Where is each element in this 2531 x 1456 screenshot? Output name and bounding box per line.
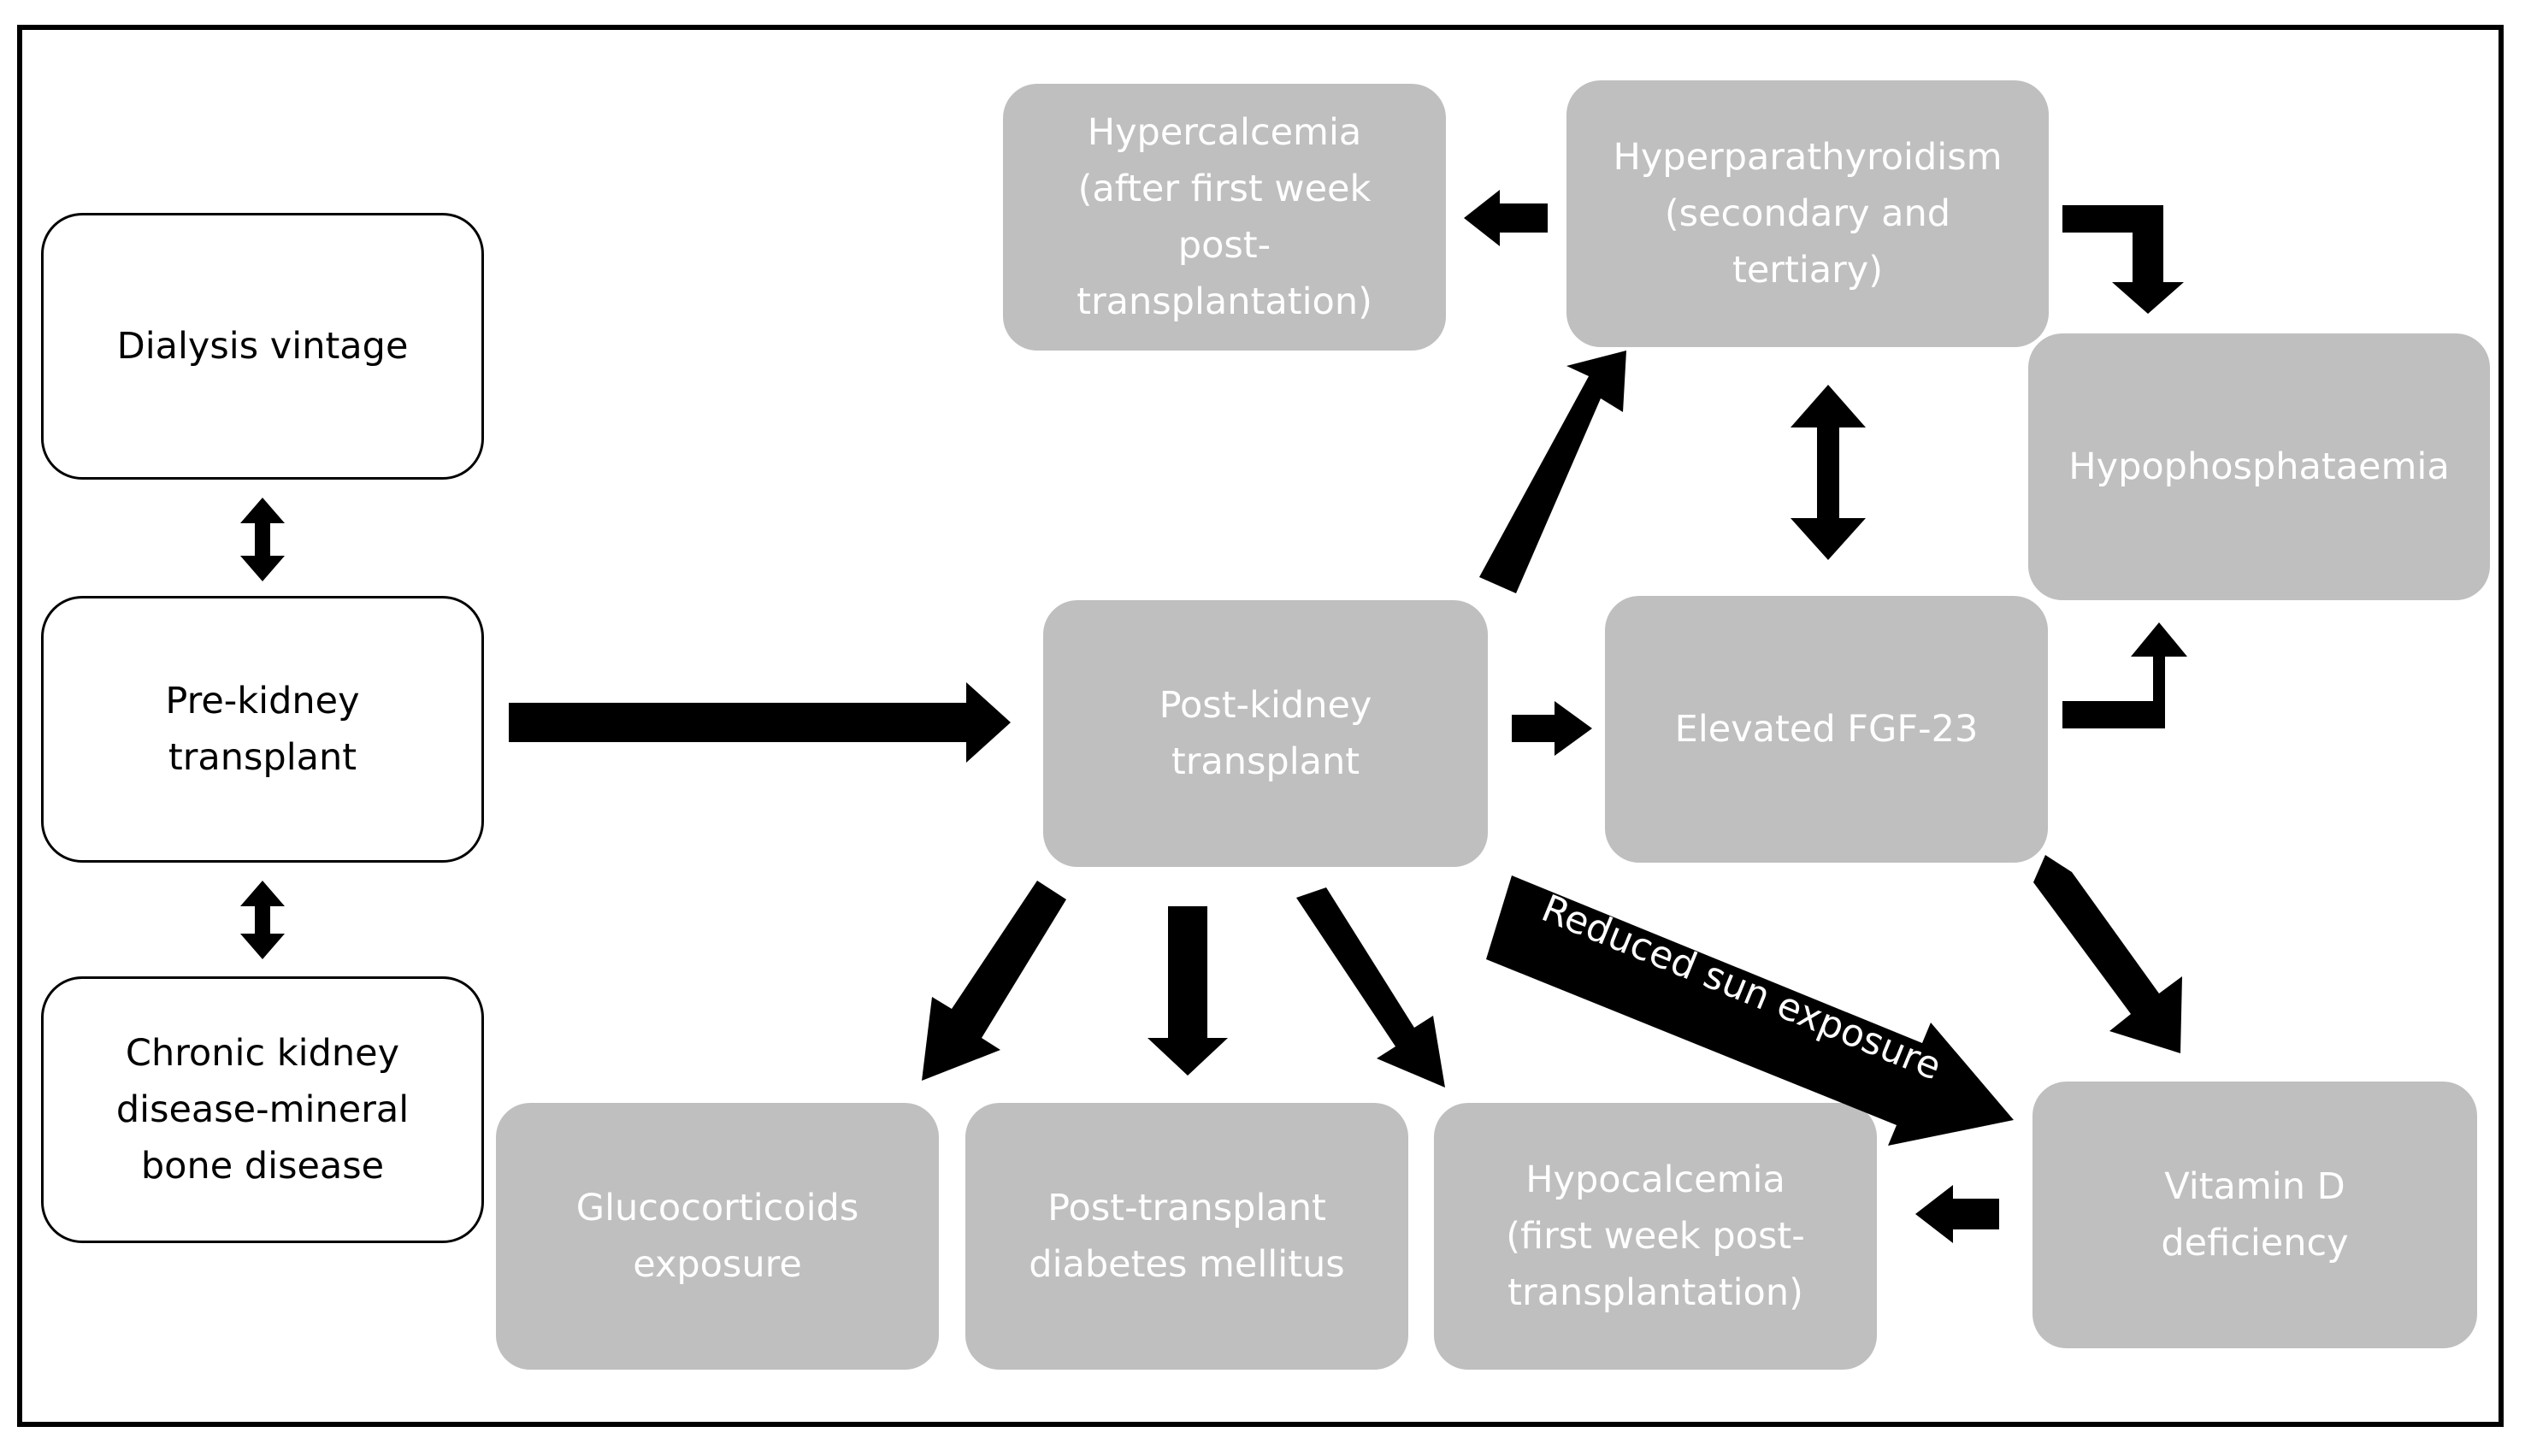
arrow-hyperpara-to-hypophos [2062,205,2184,314]
node-elevated-fgf23: Elevated FGF-23 [1605,596,2048,863]
node-post-kidney-transplant: Post-kidney transplant [1043,600,1488,867]
arrow-fgf23-to-vitamin-d [2033,855,2182,1053]
node-dialysis-vintage: Dialysis vintage [41,213,484,480]
node-post-transplant-diabetes: Post-transplant diabetes mellitus [965,1103,1408,1370]
arrow-hyperpara-to-hypercalcemia [1464,190,1548,246]
node-glucocorticoids-exposure: Glucocorticoids exposure [496,1103,939,1370]
diagram-frame [17,25,2504,1427]
node-pre-kidney-transplant: Pre-kidney transplant [41,596,484,863]
node-ckd-mbd: Chronic kidney disease-mineral bone dise… [41,976,484,1243]
arrow-pre-to-post [509,682,1011,763]
arrow-post-to-glucocorticoids [922,881,1066,1081]
node-vitamin-d-deficiency: Vitamin D deficiency [2032,1082,2477,1348]
double-arrow-dialysis-pre [240,498,285,581]
arrow-post-to-hyperpara [1479,351,1626,593]
arrow-vitamin-d-to-hypocalcemia [1915,1185,1999,1243]
arrow-post-to-ptdm [1148,906,1228,1076]
node-hypophosphataemia: Hypophosphataemia [2028,333,2490,600]
arrow-fgf23-to-hypophos [2062,622,2187,728]
arrow-reduced-sun-exposure [1486,875,2014,1146]
node-hyperparathyroidism: Hyperparathyroidism (secondary and terti… [1566,80,2049,347]
node-hypocalcemia: Hypocalcemia (first week post- transplan… [1434,1103,1877,1370]
node-hypercalcemia: Hypercalcemia (after first week post- tr… [1003,84,1446,351]
arrow-post-to-fgf23 [1512,701,1592,756]
double-arrow-hyperpara-fgf23 [1791,385,1866,560]
arrow-post-to-hypocalcemia [1296,887,1445,1088]
double-arrow-pre-ckd [240,881,285,959]
